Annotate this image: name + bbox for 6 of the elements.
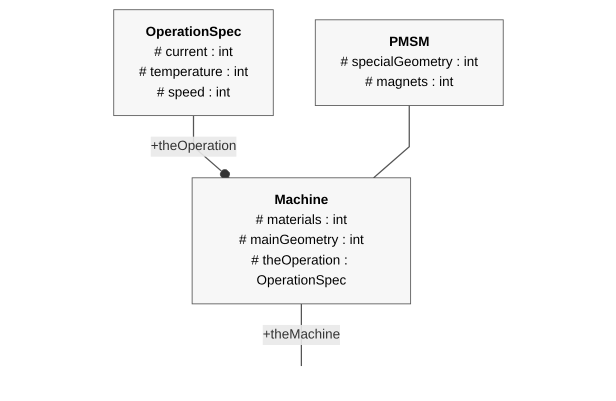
edge-label: +theOperation xyxy=(150,139,236,154)
node-box: Machine # materials : int # mainGeometry : int # theOperation : OperationSpec xyxy=(191,177,411,304)
edge-label: +theMachine xyxy=(262,327,340,342)
connector xyxy=(372,106,410,178)
node-box: PMSM # specialGeometry : int # magnets : int xyxy=(314,19,504,106)
node-box: OperationSpec # current : int # temperature : int # speed : int xyxy=(112,9,274,116)
